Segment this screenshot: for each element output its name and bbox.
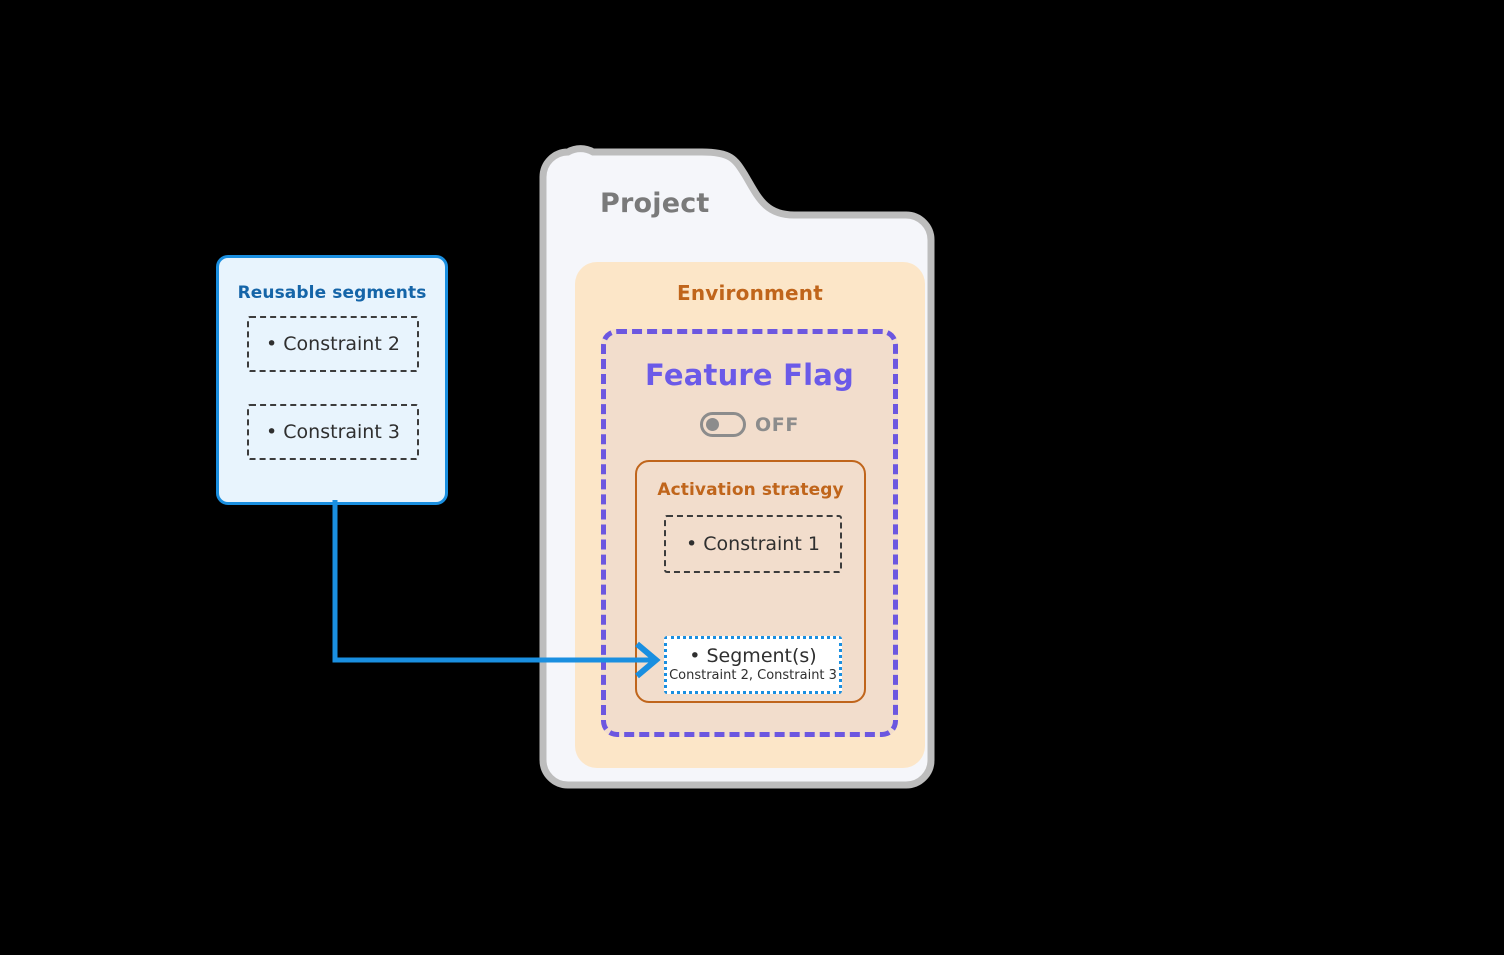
- segments-item: • Segment(s) Constraint 2, Constraint 3: [664, 636, 842, 694]
- segments-label: • Segment(s): [689, 644, 817, 667]
- segments-sub-label: Constraint 2, Constraint 3: [669, 668, 837, 684]
- reusable-segments-label: Reusable segments: [237, 283, 427, 303]
- toggle-knob: [706, 418, 720, 431]
- toggle-switch[interactable]: [700, 412, 747, 437]
- feature-flag-label: Feature Flag: [645, 358, 854, 392]
- constraint-item: • Constraint 1: [664, 515, 842, 573]
- constraint-label: • Constraint 1: [686, 533, 820, 555]
- list-item: • Constraint 3: [247, 404, 419, 460]
- feature-flag-toggle-row: OFF: [606, 412, 893, 437]
- constraint-label: • Constraint 3: [266, 421, 400, 443]
- page-title: Project: [600, 188, 710, 219]
- constraint-label: • Constraint 2: [266, 333, 400, 355]
- activation-strategy-container: Activation strategy • Constraint 1 • Seg…: [635, 460, 866, 703]
- list-item: • Constraint 2: [247, 316, 419, 372]
- feature-flag-container: Feature Flag OFF Activation strategy • C…: [601, 329, 898, 737]
- toggle-state-label: OFF: [755, 413, 799, 436]
- reusable-segments-panel: Reusable segments • Constraint 2 • Const…: [216, 255, 448, 505]
- environment-container: Environment Feature Flag OFF Activation …: [575, 262, 925, 768]
- environment-label: Environment: [676, 281, 824, 305]
- activation-strategy-label: Activation strategy: [657, 480, 844, 500]
